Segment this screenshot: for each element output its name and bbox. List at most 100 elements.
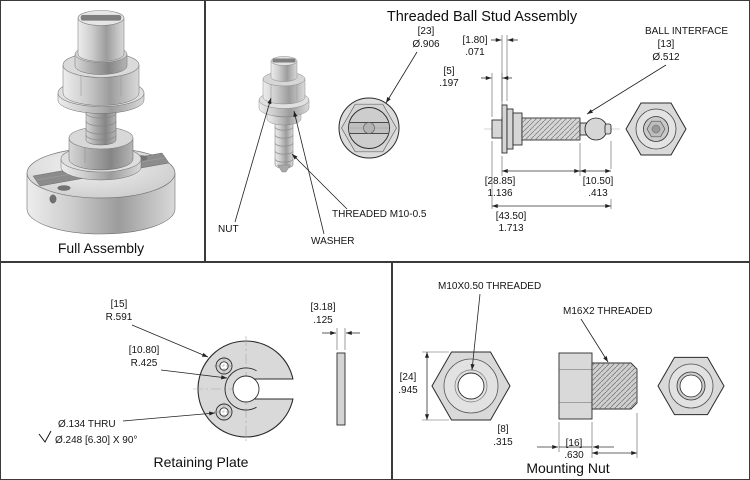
callout-thread: THREADED M10-0.5	[291, 153, 427, 220]
mounting-nut-drawing: [24] .945 M10X0.50 THREADED M16X2 THREAD…	[398, 281, 725, 476]
panel-divider-vertical-bottom	[391, 262, 393, 479]
mounting-nut-side-view	[558, 352, 638, 420]
dim-flange-inch: .071	[465, 47, 485, 58]
profile-thread-hatch	[522, 118, 580, 140]
ball-stud-front-view	[338, 97, 400, 159]
ball-end-hex-view	[625, 102, 687, 156]
ball-stud-drawing: Threaded Ball Stud Assembly	[218, 9, 728, 247]
callout-ball-interface: BALL INTERFACE [13] Ø.512	[586, 26, 728, 115]
dim-tip-length: [5] .197	[439, 66, 512, 117]
hole-notes: Ø.134 THRU Ø.248 [6.30] X 90°	[38, 411, 216, 446]
plate-side-profile	[336, 352, 346, 426]
panel-divider-vertical-top	[204, 1, 206, 262]
full-assembly-isometric	[26, 10, 176, 235]
hole-csk-note: Ø.248 [6.30] X 90°	[55, 435, 137, 446]
retaining-plate-caption: Retaining Plate	[154, 454, 249, 470]
callout-external-thread: M16X2 THREADED	[563, 306, 652, 363]
dim-thread-len-inch: 1.136	[487, 188, 512, 199]
dim-ball-length: [10.50] .413	[580, 141, 614, 209]
thread-label: THREADED M10-0.5	[332, 209, 427, 220]
dim-overall-mm: [43.50]	[496, 211, 527, 222]
internal-thread-label: M10X0.50 THREADED	[438, 281, 541, 292]
dim-width-mm: [24]	[400, 372, 417, 383]
dim-threadlen-mm: [16]	[566, 438, 583, 449]
head-body	[77, 17, 125, 62]
full-assembly-drawing: Full Assembly	[26, 10, 176, 256]
mounting-nut-front-view	[431, 351, 511, 421]
panel-mounting-nut: [24] .945 M10X0.50 THREADED M16X2 THREAD…	[391, 262, 749, 479]
dim-flange-mm: [1.80]	[462, 35, 487, 46]
dim-ball-len-mm: [10.50]	[583, 176, 614, 187]
dim-tip-inch: .197	[439, 78, 459, 89]
plate-center-hole-cut	[233, 376, 259, 402]
panel-full-assembly: Full Assembly	[1, 1, 204, 262]
side-hex-section	[558, 352, 593, 420]
mounting-nut-back-view	[657, 356, 725, 416]
dim-ball-len-inch: .413	[588, 188, 608, 199]
dim-thread-length: [16] .630	[564, 413, 638, 461]
hole-thru-note: Ø.134 THRU	[58, 419, 116, 430]
full-assembly-caption: Full Assembly	[58, 240, 144, 256]
dim-tip-mm: [5]	[443, 66, 454, 77]
dim-overall-inch: 1.713	[498, 223, 523, 234]
dim-hexthk-inch: .315	[493, 437, 513, 448]
dim-outer-radius-inch: R.591	[106, 312, 133, 323]
washer-label: WASHER	[311, 236, 355, 247]
stud-shank-threads	[274, 126, 294, 163]
profile-tip-stub	[491, 119, 503, 139]
dim-outer-radius-mm: [15]	[111, 299, 128, 310]
profile-ball	[584, 117, 608, 141]
slot-radius-arc	[224, 367, 257, 411]
dim-hexthk-mm: [8]	[497, 424, 508, 435]
dim-head-diameter: [23] Ø.906	[385, 26, 440, 104]
dim-thickness-mm: [3.18]	[310, 302, 335, 313]
dim-thickness-inch: .125	[313, 315, 333, 326]
front-center	[363, 122, 375, 134]
ball-stud-isometric	[258, 56, 310, 173]
dim-width-inch: .945	[398, 385, 418, 396]
ball-interface-label: BALL INTERFACE	[645, 26, 728, 37]
callout-internal-thread: M10X0.50 THREADED	[438, 281, 541, 371]
dim-slot-radius: [10.80] R.425	[129, 345, 228, 380]
nut-label: NUT	[218, 224, 239, 235]
dim-slot-radius-inch: R.425	[131, 358, 158, 369]
plate-rim-opening	[291, 379, 298, 399]
hex-center	[651, 124, 661, 134]
back-hole	[679, 374, 703, 398]
dim-width-flats: [24] .945	[398, 351, 449, 421]
stud-head-slot	[272, 58, 296, 63]
dim-thread-len-mm: [28.85]	[485, 176, 516, 187]
csk-hole-upper	[214, 356, 234, 376]
profile-flange	[501, 104, 508, 154]
dim-slot-radius-mm: [10.80]	[129, 345, 160, 356]
profile-ball-tip	[604, 123, 612, 135]
base-side-hole	[49, 194, 57, 204]
dim-outer-radius: [15] R.591	[106, 299, 209, 358]
profile-collar	[512, 112, 523, 146]
mounting-nut-caption: Mounting Nut	[526, 460, 609, 476]
dim-overall-length: [43.50] 1.713	[491, 141, 611, 234]
dim-head-dia-mm: [23]	[418, 26, 435, 37]
profile-washer	[506, 108, 514, 150]
callout-nut: NUT	[218, 97, 272, 235]
panel-ball-stud: Threaded Ball Stud Assembly	[204, 1, 749, 262]
dim-hex-thickness: [8] .315	[493, 422, 614, 458]
stud-tip	[277, 164, 291, 173]
base-hole-left	[57, 185, 71, 191]
panel-title: Threaded Ball Stud Assembly	[387, 9, 578, 25]
retaining-plate-front-view	[193, 336, 301, 442]
dim-thread-length: [28.85] 1.136	[485, 143, 581, 199]
stud-head-body	[270, 60, 298, 82]
dim-ball-dia-mm: [13]	[658, 39, 675, 50]
panel-retaining-plate: [15] R.591 [10.80] R.425 Ø.134 THRU Ø.24…	[1, 262, 391, 479]
front-hole	[457, 372, 485, 400]
external-thread-label: M16X2 THREADED	[563, 306, 652, 317]
dim-flange-thickness: [1.80] .071	[462, 35, 518, 101]
head-slot	[80, 14, 122, 21]
center-hole-outline	[232, 375, 260, 403]
countersink-icon	[38, 430, 52, 443]
ball-stud-side-view	[484, 104, 620, 154]
dim-head-dia-inch: Ø.906	[412, 39, 440, 50]
retaining-plate-side-view: [3.18] .125	[310, 302, 360, 426]
